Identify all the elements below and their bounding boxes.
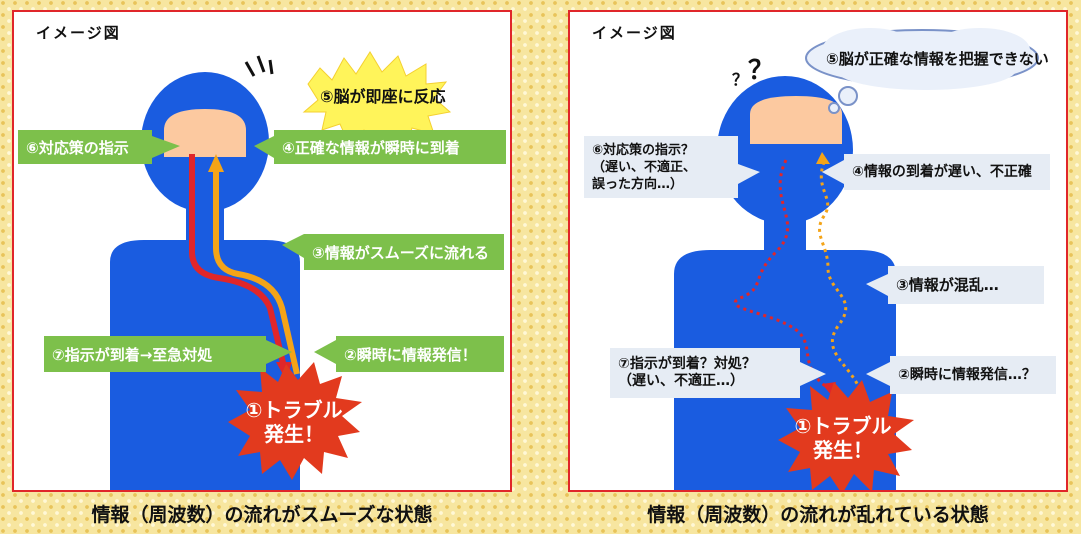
step4-label: ④正確な情報が瞬時に到着 (274, 130, 506, 164)
step5-label: ⑤脳が正確な情報を把握できない (826, 50, 1049, 68)
surprise-line (268, 59, 274, 75)
surprise-line (256, 55, 266, 73)
pointer-arrow (800, 362, 826, 386)
panel-title: イメージ図 (592, 24, 677, 42)
step7-label: ⑦指示が到着？対処？ （遅い、不適正…） (610, 348, 800, 398)
pointer-arrow (866, 362, 890, 386)
step7-label: ⑦指示が到着→至急対処 (44, 336, 266, 372)
step6-label: ⑥対応策の指示？ （遅い、不適正、 誤った方向…） (584, 136, 738, 198)
step5-label: ⑤脳が即座に反応 (320, 87, 446, 106)
thought-cloud (805, 28, 1039, 114)
smooth-flow-panel: イメージ図 ⑤脳が即座に反応 ⑥対応策の指示 ④正確な情報が瞬時に到着 ③情報が… (12, 10, 512, 492)
question-mark-small: ？ (732, 70, 749, 89)
step2-label: ②瞬時に情報発信！ (336, 336, 504, 372)
step2-label: ②瞬時に情報発信…？ (890, 356, 1056, 394)
step4-label: ④情報の到着が遅い、不正確 (844, 154, 1050, 190)
smooth-flow-caption: 情報（周波数）の流れがスムーズな状態 (91, 504, 433, 526)
trouble-text: ①トラブル 発生！ (245, 398, 343, 446)
trouble-burst (778, 380, 914, 490)
brain (750, 96, 842, 144)
pointer-arrow (266, 340, 292, 364)
reaction-starburst (302, 51, 452, 151)
pointer-arrow (822, 160, 844, 184)
info-arrow-yellow-dotted (818, 161, 862, 391)
step3-label: ③情報がスムーズに流れる (304, 234, 504, 270)
trouble-text: ①トラブル 発生！ (794, 414, 892, 462)
info-arrow-yellow (213, 170, 300, 375)
pointer-arrow (738, 164, 760, 184)
trouble-burst (228, 362, 362, 480)
disrupted-flow-caption: 情報（周波数）の流れが乱れている状態 (647, 504, 989, 526)
smooth-flow-figure (110, 51, 452, 490)
info-arrow-head (208, 154, 224, 172)
step6-label: ⑥対応策の指示 (18, 130, 152, 164)
pointer-arrow (282, 234, 304, 258)
step3-label: ③情報が混乱… (888, 266, 1044, 304)
disrupted-flow-panel: イメージ図 ？ ？ ⑤脳が正確な情報を把握できない ⑥対応策の指示？ （遅い、不… (568, 10, 1068, 492)
question-mark-large: ？ (748, 56, 775, 86)
pointer-arrow (254, 136, 274, 158)
pointer-arrow (866, 274, 888, 296)
panel-title: イメージ図 (36, 24, 121, 42)
neck (764, 214, 806, 254)
surprise-line (244, 61, 256, 77)
brain (164, 109, 246, 157)
info-arrow-head (816, 152, 830, 164)
command-arrow-red (189, 154, 287, 368)
pointer-arrow (314, 340, 336, 364)
pointer-arrow (152, 136, 180, 158)
